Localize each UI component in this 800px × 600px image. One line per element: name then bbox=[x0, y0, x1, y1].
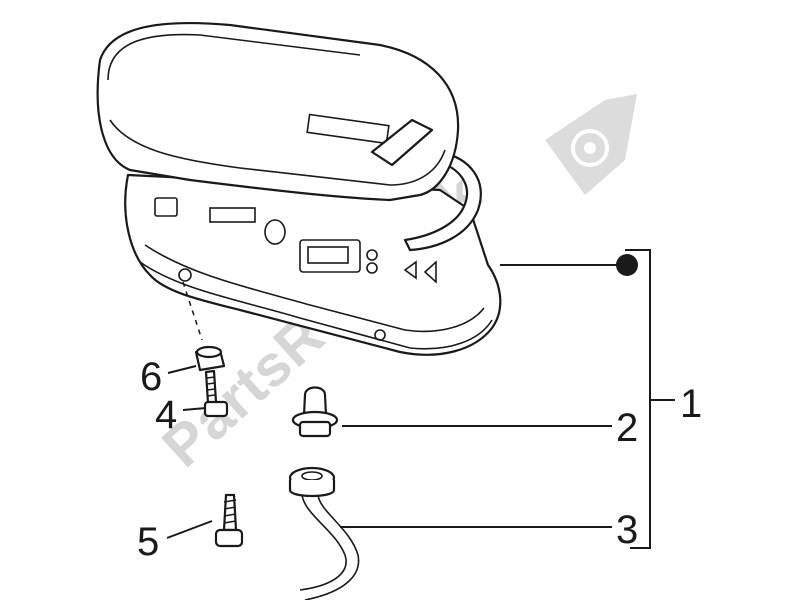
cover-label-plate bbox=[306, 113, 390, 145]
instrument-panel bbox=[96, 22, 502, 356]
leader-lines bbox=[166, 249, 675, 549]
instrument-housing bbox=[124, 173, 502, 356]
bulb-socket-part bbox=[291, 386, 339, 438]
nut-part bbox=[194, 345, 226, 372]
callout-2: 2 bbox=[616, 406, 638, 450]
mounting-hole-right bbox=[374, 329, 386, 341]
leader-line-6 bbox=[167, 365, 197, 374]
indicator-lamp bbox=[154, 197, 178, 217]
housing-rear-ring bbox=[403, 150, 482, 252]
bracket-part-1 bbox=[625, 249, 651, 549]
lcd-button-upper bbox=[366, 249, 378, 261]
callout-3: 3 bbox=[616, 508, 638, 552]
lcd-button-lower bbox=[366, 262, 378, 274]
cover-button bbox=[370, 118, 434, 167]
callout-5: 5 bbox=[137, 520, 159, 564]
reset-knob bbox=[264, 219, 286, 245]
lcd-display bbox=[299, 239, 361, 273]
leader-line-5 bbox=[166, 520, 213, 539]
leader-dot-1 bbox=[616, 254, 638, 276]
screw-part bbox=[203, 369, 229, 418]
turn-indicator-right bbox=[423, 260, 437, 284]
callout-1: 1 bbox=[680, 382, 702, 426]
connector-strip bbox=[209, 207, 256, 223]
instrument-cover bbox=[96, 22, 460, 202]
grommet-cable-part bbox=[288, 466, 360, 600]
self-tapping-screw-part bbox=[214, 493, 244, 548]
mounting-hole-left bbox=[178, 268, 192, 282]
turn-indicator-left bbox=[403, 260, 417, 280]
leader-line-4 bbox=[182, 407, 207, 411]
gear-flag-icon bbox=[545, 94, 637, 195]
callout-labels: 1 2 3 4 5 6 bbox=[137, 355, 702, 564]
callout-6: 6 bbox=[140, 355, 162, 399]
callout-4: 4 bbox=[155, 393, 177, 437]
